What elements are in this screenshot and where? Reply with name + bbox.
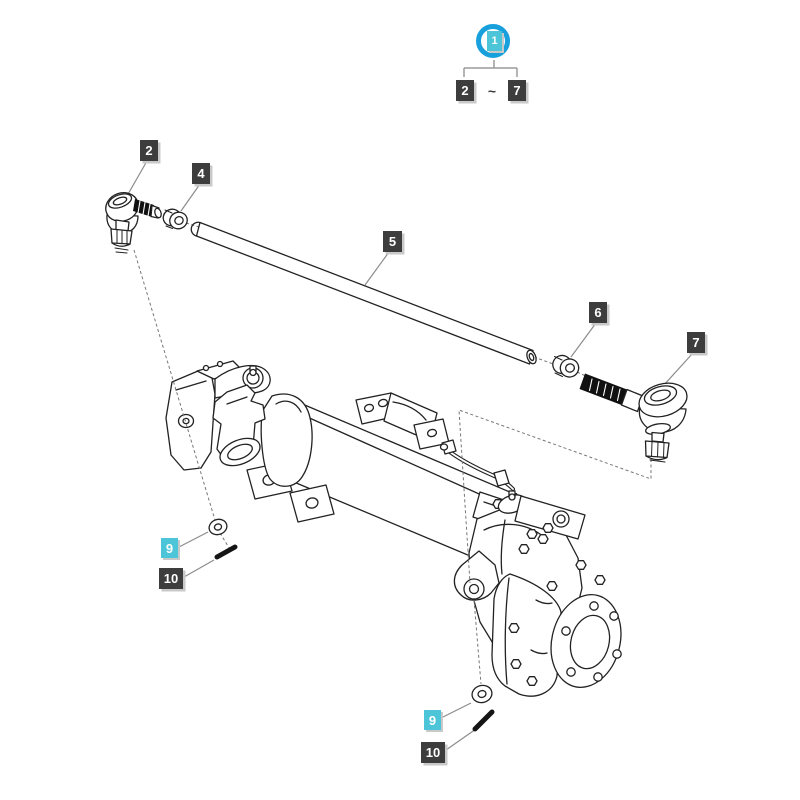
callout-assembly-1[interactable]: 1 [487, 31, 502, 51]
tie-rod-end-left [105, 192, 162, 254]
front-axle-housing [165, 360, 622, 697]
callout-9-right[interactable]: 9 [424, 710, 441, 730]
cotter-pin-right [472, 709, 495, 732]
slotted-nut [162, 208, 188, 230]
callout-10-right[interactable]: 10 [421, 742, 445, 763]
tie-rod-assembly [105, 192, 688, 463]
callout-10-left[interactable]: 10 [159, 568, 183, 589]
callout-range-end[interactable]: 7 [508, 80, 526, 101]
callout-9-left[interactable]: 9 [161, 538, 178, 558]
callout-5[interactable]: 5 [383, 231, 402, 252]
legend-bracket-lines [463, 60, 518, 77]
callout-2[interactable]: 2 [140, 140, 158, 161]
callout-7[interactable]: 7 [687, 332, 705, 353]
callout-leader-lines [126, 160, 694, 751]
callout-4[interactable]: 4 [192, 163, 210, 184]
lock-nut [552, 354, 580, 378]
callout-6[interactable]: 6 [589, 302, 607, 323]
callout-range-start[interactable]: 2 [456, 80, 474, 101]
tie-rod-end-right [579, 373, 688, 463]
washer-left [208, 518, 228, 536]
cotter-pin-left [214, 544, 238, 560]
range-separator: ~ [487, 83, 497, 99]
tie-rod-tube [190, 221, 537, 365]
selected-part-ring [476, 24, 510, 58]
washer-right [471, 684, 493, 704]
